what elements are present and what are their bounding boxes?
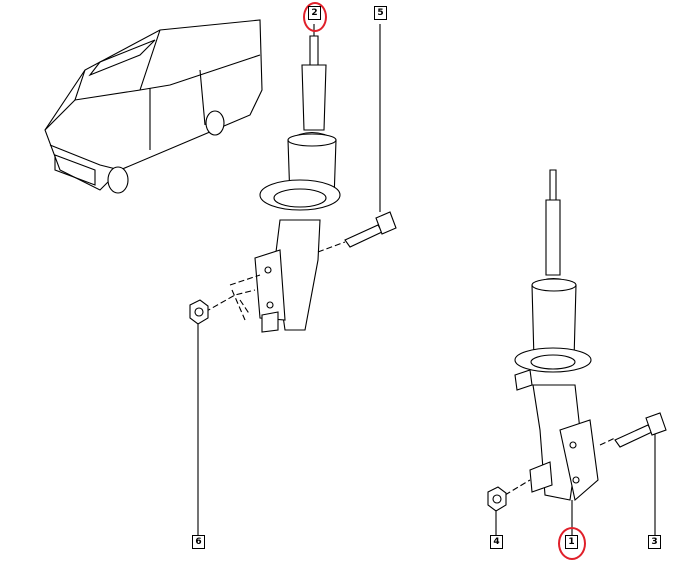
callout-2[interactable]: 2: [308, 6, 321, 20]
van-illustration: [44, 19, 263, 194]
bolt-5: [317, 24, 397, 253]
callout-6[interactable]: 6: [192, 535, 205, 549]
nut-6: [189, 299, 209, 535]
strut-right: [504, 169, 616, 535]
callout-4[interactable]: 4: [490, 535, 503, 549]
bolt-3: [614, 412, 667, 535]
highlight-ring-1: [558, 527, 586, 560]
nut-4: [487, 486, 507, 535]
highlight-ring-2: [303, 2, 327, 32]
callout-1[interactable]: 1: [565, 535, 578, 549]
callout-3[interactable]: 3: [648, 535, 661, 549]
strut-left: [204, 24, 341, 333]
callout-5[interactable]: 5: [374, 6, 387, 20]
